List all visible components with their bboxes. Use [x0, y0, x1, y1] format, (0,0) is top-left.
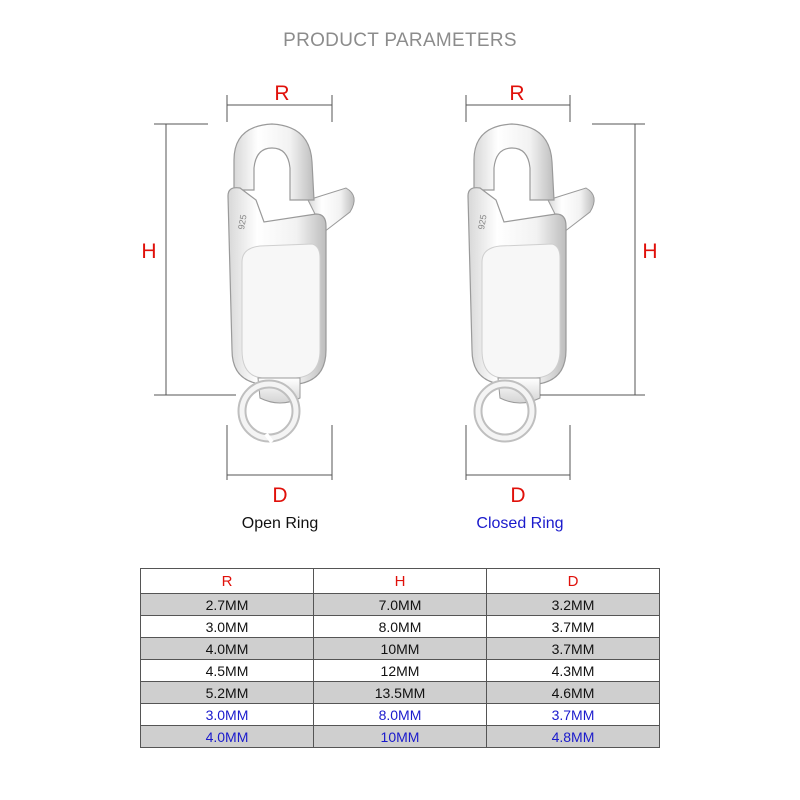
open-ring-caption: Open Ring — [241, 515, 319, 532]
h-label-right: H — [642, 240, 657, 263]
cell-r: 3.0MM — [140, 703, 314, 726]
cell-h: 7.0MM — [313, 593, 487, 616]
stamp-925-left: 925 — [236, 214, 248, 231]
d-label-right: D — [510, 484, 525, 507]
cell-d: 4.6MM — [486, 681, 660, 704]
closed-ring-caption: Closed Ring — [476, 515, 564, 532]
cell-d: 3.7MM — [486, 637, 660, 660]
d-label-left: D — [272, 484, 287, 507]
cell-h: 10MM — [313, 637, 487, 660]
cell-r: 4.0MM — [140, 637, 314, 660]
cell-h: 13.5MM — [313, 681, 487, 704]
header-h: H — [313, 568, 487, 594]
stamp-925-right: 925 — [476, 214, 488, 231]
cell-d: 4.8MM — [486, 725, 660, 748]
r-label-left: R — [274, 82, 289, 105]
cell-r: 4.0MM — [140, 725, 314, 748]
header-r: R — [140, 568, 314, 594]
cell-d: 3.7MM — [486, 615, 660, 638]
cell-d: 3.7MM — [486, 703, 660, 726]
cell-r: 4.5MM — [140, 659, 314, 682]
cell-d: 4.3MM — [486, 659, 660, 682]
cell-h: 8.0MM — [313, 703, 487, 726]
dimension-lines-right — [465, 95, 645, 480]
h-label-left: H — [141, 240, 156, 263]
cell-r: 2.7MM — [140, 593, 314, 616]
page-title: PRODUCT PARAMETERS — [283, 30, 517, 51]
header-d: D — [486, 568, 660, 594]
dimension-lines-left — [154, 95, 333, 480]
closed-ring-clasp: 925 — [467, 123, 595, 443]
open-ring-clasp: 925 — [227, 123, 355, 444]
cell-r: 5.2MM — [140, 681, 314, 704]
cell-h: 8.0MM — [313, 615, 487, 638]
cell-r: 3.0MM — [140, 615, 314, 638]
clasp-illustration: 925 925 R R H H — [141, 82, 657, 507]
cell-h: 12MM — [313, 659, 487, 682]
cell-h: 10MM — [313, 725, 487, 748]
r-label-right: R — [509, 82, 524, 105]
cell-d: 3.2MM — [486, 593, 660, 616]
table-header-row: R H D — [140, 568, 660, 594]
